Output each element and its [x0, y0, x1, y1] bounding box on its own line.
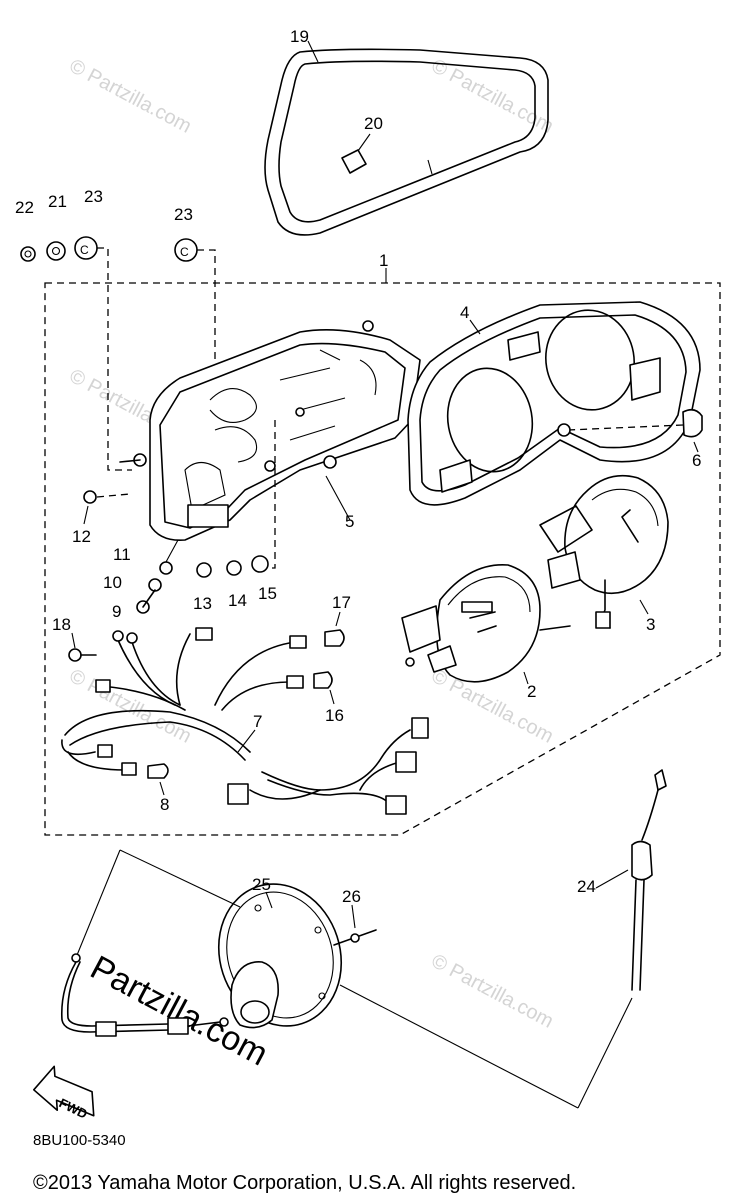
- callout-23b: 23: [174, 205, 193, 224]
- part-16-bulb: [313, 671, 335, 705]
- part-18-screw: [68, 632, 97, 662]
- callout-17: 17: [332, 593, 351, 612]
- callout-25: 25: [252, 875, 271, 894]
- part-3-tachometer: [539, 474, 669, 629]
- fwd-arrow-icon: FWD: [32, 1065, 95, 1122]
- part-20-pad: [341, 133, 371, 174]
- callout-6: 6: [692, 451, 701, 470]
- part-12-screw: [83, 490, 131, 525]
- reference-lines: [74, 849, 633, 1109]
- callout-14: 14: [228, 591, 247, 610]
- callout-12: 12: [72, 527, 91, 546]
- part-11-washer: [159, 539, 179, 575]
- callout-24: 24: [577, 877, 596, 896]
- callout-7: 7: [253, 712, 262, 731]
- watermark: © Partzilla.com: [66, 665, 195, 748]
- part-21-washer: [46, 241, 66, 261]
- part-25-gear-unit: [217, 883, 343, 1029]
- callout-8: 8: [160, 795, 169, 814]
- callout-10: 10: [103, 573, 122, 592]
- callout-21: 21: [48, 192, 67, 211]
- part-17-bulb: [324, 611, 345, 647]
- callout-19: 19: [290, 27, 309, 46]
- part-22-nut: [20, 246, 36, 262]
- part-9-bolt: [136, 589, 156, 614]
- callout-26: 26: [342, 887, 361, 906]
- assembly-boundary: [44, 282, 721, 836]
- svg-text:C: C: [180, 245, 189, 259]
- callout-16: 16: [325, 706, 344, 725]
- part-10-washer: [148, 578, 162, 592]
- callout-2: 2: [527, 682, 536, 701]
- part-23-grommet-b: C: [174, 238, 198, 262]
- callout-1: 1: [379, 251, 388, 270]
- part-15-grommet: [251, 555, 269, 573]
- part-13-grommet: [196, 562, 212, 578]
- callouts: 1 2 3 4 5 6 7 8 9 10 11 12 13 14 15 16 1…: [15, 27, 701, 906]
- callout-5: 5: [345, 512, 354, 531]
- callout-23a: 23: [84, 187, 103, 206]
- part-6-bulb: [557, 408, 703, 453]
- callout-18: 18: [52, 615, 71, 634]
- part-7-harness: [61, 627, 429, 815]
- diagram-code: 8BU100-5340: [33, 1132, 126, 1149]
- part-8-bulb: [147, 763, 169, 796]
- svg-text:C: C: [80, 243, 89, 257]
- leader-23a: [97, 247, 132, 471]
- callout-20: 20: [364, 114, 383, 133]
- part-26-pin: [333, 904, 377, 946]
- callout-11: 11: [113, 545, 131, 564]
- callout-3: 3: [646, 615, 655, 634]
- callout-13: 13: [193, 594, 212, 613]
- part-4-panel: [407, 301, 701, 506]
- part-speedo-cable-lower: [60, 953, 221, 1037]
- part-24-cable: [595, 769, 667, 991]
- leader-23b: [197, 249, 216, 380]
- part-14-grommet: [226, 560, 242, 576]
- watermark: © Partzilla.com: [66, 55, 195, 138]
- part-19-cover: [264, 40, 549, 236]
- callout-9: 9: [112, 602, 121, 621]
- copyright-notice: ©2013 Yamaha Motor Corporation, U.S.A. A…: [33, 1172, 576, 1194]
- callout-4: 4: [460, 303, 469, 322]
- part-2-speedometer: [401, 564, 571, 685]
- callout-22: 22: [15, 198, 34, 217]
- callout-15: 15: [258, 584, 277, 603]
- part-23-grommet: C: [74, 236, 98, 260]
- part-5-case: [119, 320, 421, 569]
- watermark: © Partzilla.com: [428, 950, 557, 1033]
